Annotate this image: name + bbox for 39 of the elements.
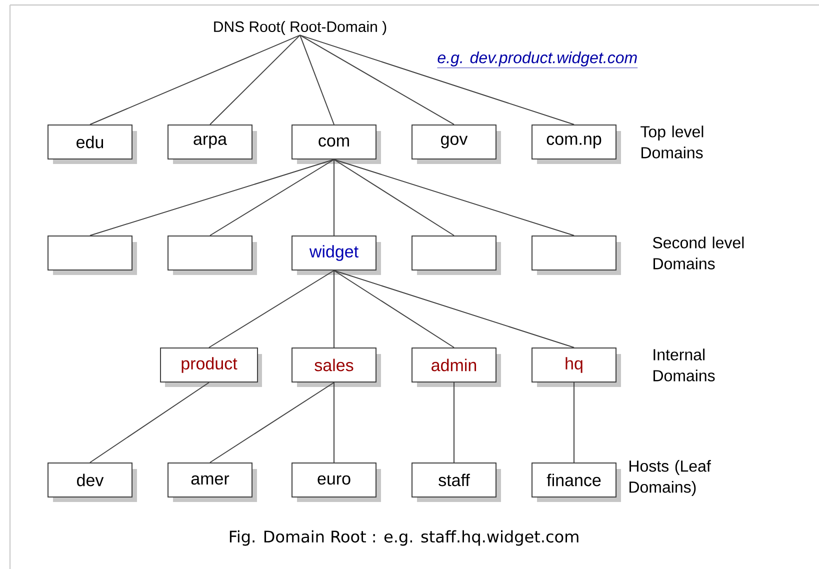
domain-box: product bbox=[160, 348, 262, 387]
domain-box: hq bbox=[532, 348, 621, 387]
domain-box: widget bbox=[292, 236, 381, 275]
domain-box: admin bbox=[412, 348, 501, 387]
connector-line bbox=[300, 34, 454, 125]
connector-line bbox=[300, 34, 574, 125]
domain-box: sales bbox=[292, 348, 381, 387]
connector-line bbox=[334, 270, 454, 348]
domain-box: com.np bbox=[532, 124, 621, 164]
example-link: e.g. dev.product.widget.com bbox=[437, 52, 638, 68]
domain-box bbox=[48, 236, 137, 275]
domain-box: amer bbox=[168, 462, 257, 502]
domain-box: staff bbox=[412, 462, 501, 502]
connector-line bbox=[90, 382, 210, 463]
connector-line bbox=[300, 34, 334, 125]
domain-box bbox=[532, 236, 621, 275]
level-label: Top level Domains bbox=[640, 126, 704, 158]
level-label: Internal Domains bbox=[654, 348, 715, 382]
connector-line bbox=[334, 270, 574, 348]
domain-box: dev bbox=[48, 462, 137, 502]
domain-box: arpa bbox=[168, 124, 257, 164]
connector-line bbox=[90, 34, 300, 125]
domain-box bbox=[168, 236, 257, 275]
domain-box: edu bbox=[48, 124, 137, 164]
connector-line bbox=[210, 159, 334, 236]
domain-box bbox=[412, 236, 501, 275]
connector-line bbox=[334, 159, 454, 236]
caption: Fig. Domain Root : e.g. staff.hq.widget.com bbox=[230, 530, 578, 546]
domain-box: gov bbox=[412, 124, 501, 164]
connector-line bbox=[210, 382, 334, 463]
connector-line bbox=[90, 159, 334, 236]
level-label: Second level Domains bbox=[652, 236, 744, 270]
domain-box: com bbox=[292, 124, 381, 164]
connector-line bbox=[334, 159, 574, 236]
connector-line bbox=[210, 34, 300, 125]
root-label: DNS Root( Root-Domain ) bbox=[214, 21, 386, 35]
domain-box: finance bbox=[532, 462, 621, 502]
connector-line bbox=[208, 270, 334, 348]
domain-box: euro bbox=[292, 462, 381, 502]
